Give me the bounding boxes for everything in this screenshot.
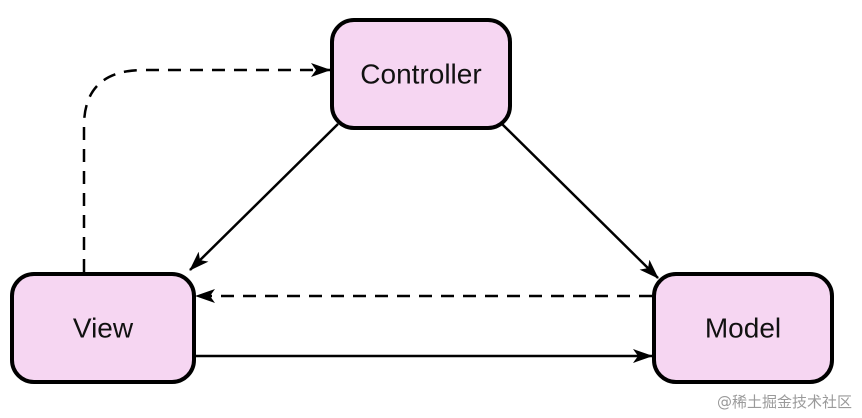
controller-box [330,18,512,130]
watermark-text: @稀土掘金技术社区 [716,393,852,411]
edge-view-to-controller-dashed [82,63,331,272]
edge-controller-to-model [501,123,659,279]
node-view: View [10,272,196,384]
view-label: View [73,312,134,343]
edge-controller-to-view [189,123,339,271]
view-box [10,272,196,384]
model-label: Model [705,312,781,343]
controller-label: Controller [360,58,481,89]
model-box [652,272,834,384]
node-model: Model [652,272,834,384]
node-controller: Controller [330,18,512,130]
